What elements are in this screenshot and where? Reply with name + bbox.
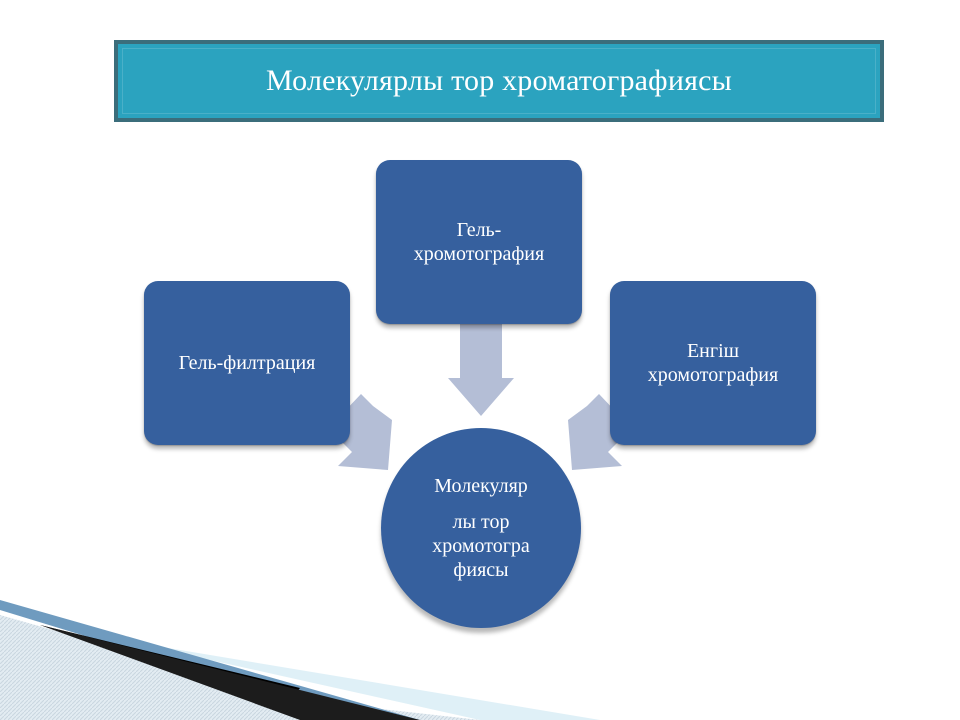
decor-light-band [120, 640, 600, 720]
center-label-2: лы тор [452, 511, 510, 533]
page-title: Молекулярлы тор хроматографиясы [266, 64, 732, 97]
arrow-top-to-center [448, 324, 514, 416]
node-gel-filtration: Гель-филтрация [144, 281, 350, 445]
node-center-molecular-sieve-chromatography: Молекуляр лы тор хромотогра фиясы [381, 428, 581, 628]
decor-blue-stripe [0, 600, 420, 720]
center-label-1: Молекуляр [434, 475, 528, 497]
node-permeation-chromatography-label-2: хромотография [647, 364, 779, 386]
node-gel-chromatography-label-1: Гель- [456, 219, 502, 241]
node-gel-filtration-label: Гель-филтрация [178, 352, 316, 374]
center-label-3: хромотогра [432, 535, 530, 557]
decor-dark-stripe [40, 625, 420, 720]
node-permeation-chromatography-label-1: Енгіш [686, 340, 740, 362]
node-gel-chromatography: Гель- хромотография [376, 160, 582, 324]
decor-black-stripe [40, 625, 300, 700]
center-label-4: фиясы [453, 559, 509, 581]
decor-hatched-band [0, 615, 480, 720]
node-permeation-chromatography: Енгіш хромотография [610, 281, 816, 445]
node-gel-chromatography-label-2: хромотография [413, 243, 545, 265]
title-banner: Молекулярлы тор хроматографиясы [114, 40, 884, 122]
